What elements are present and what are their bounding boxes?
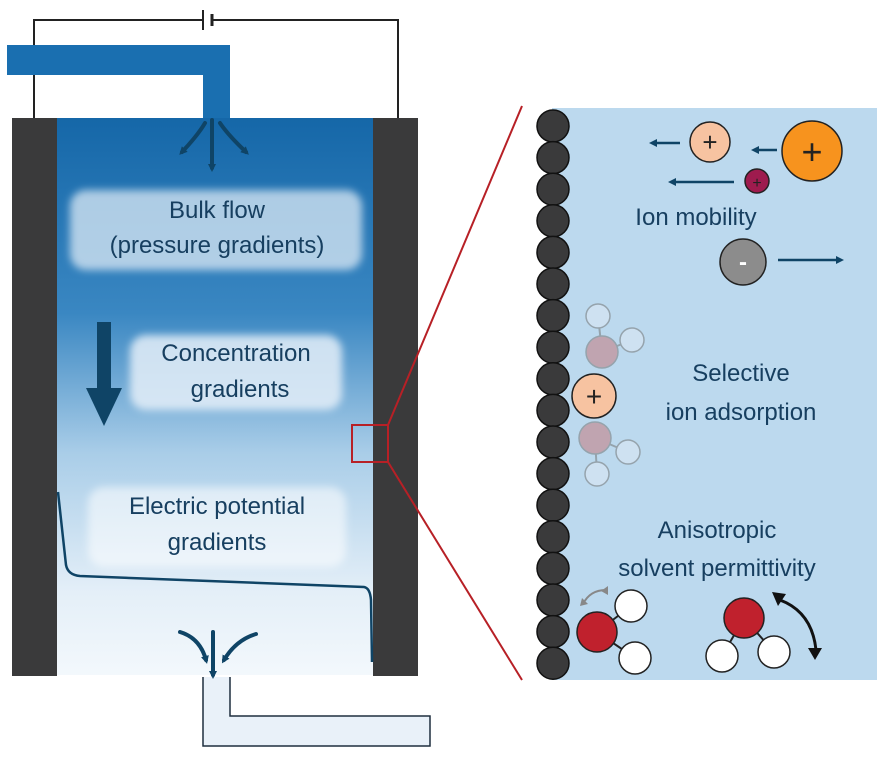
bulk-flow-label-sub: (pressure gradients)	[110, 232, 325, 259]
inlet-pipe	[7, 45, 230, 118]
surface-atom	[536, 425, 570, 459]
surface-atom	[536, 393, 570, 428]
ion-mobility-group: + + + - Ion mobility	[635, 120, 844, 286]
surface-atom	[536, 488, 570, 522]
zoom-line-bottom	[387, 461, 523, 681]
cation-small-light: +	[689, 121, 731, 163]
outlet-pipe	[202, 675, 431, 747]
faded-water-bottom	[578, 421, 641, 487]
surface-atom	[536, 551, 570, 586]
outlet-flow-arrows	[178, 630, 258, 679]
water-molecule-surface	[576, 589, 652, 675]
svg-text:-: -	[739, 249, 747, 276]
selective-adsorption-group: + Selective ion adsorption	[571, 303, 817, 487]
surface-atom	[536, 456, 570, 491]
concentration-gradient-arrow	[86, 322, 122, 426]
electrode-surface-atoms	[536, 109, 570, 680]
selective-label: Selective	[692, 360, 789, 387]
external-circuit	[33, 10, 399, 120]
surface-atom	[536, 204, 570, 238]
cation-tiny-magenta: +	[744, 168, 770, 194]
right-electrode	[373, 118, 418, 676]
zoom-line-top	[387, 105, 523, 426]
left-electrode	[12, 118, 57, 676]
faded-water-top	[585, 303, 645, 369]
surface-atom	[536, 235, 570, 270]
svg-text:+: +	[586, 381, 602, 412]
surface-atom	[536, 646, 570, 680]
surface-atom	[536, 298, 570, 333]
large-rotation-arrow	[779, 598, 818, 651]
electric-potential-label-sub: gradients	[168, 529, 267, 556]
surface-atom	[536, 520, 570, 554]
ion-mobility-label: Ion mobility	[635, 204, 756, 231]
surface-atom	[536, 614, 570, 649]
adsorbed-cation: +	[571, 373, 617, 419]
electric-potential-label: Electric potential	[129, 493, 305, 520]
anion-gray: -	[719, 238, 767, 286]
surface-atom	[536, 330, 570, 364]
svg-text:+: +	[752, 175, 761, 192]
cation-large-orange: +	[781, 120, 843, 182]
surface-atom	[536, 583, 570, 617]
svg-text:+: +	[801, 131, 822, 172]
surface-atom	[536, 140, 570, 175]
bulk-flow-label: Bulk flow	[169, 197, 266, 224]
concentration-label: Concentration	[161, 340, 310, 367]
surface-atom	[536, 172, 570, 206]
selective-label-sub: ion adsorption	[666, 399, 817, 426]
surface-atom	[536, 109, 570, 143]
anisotropic-label-sub: solvent permittivity	[618, 555, 815, 582]
anisotropic-label: Anisotropic	[658, 517, 777, 544]
inlet-flow-arrows	[179, 118, 249, 172]
surface-atom	[536, 362, 570, 396]
zoom-region-box	[351, 424, 389, 463]
water-molecule-bulk	[705, 597, 791, 673]
potential-profile-curve	[56, 491, 374, 663]
anisotropic-group: Anisotropic solvent permittivity	[576, 517, 822, 675]
concentration-label-sub: gradients	[191, 376, 290, 403]
svg-text:+: +	[702, 127, 717, 157]
surface-atom	[536, 267, 570, 301]
